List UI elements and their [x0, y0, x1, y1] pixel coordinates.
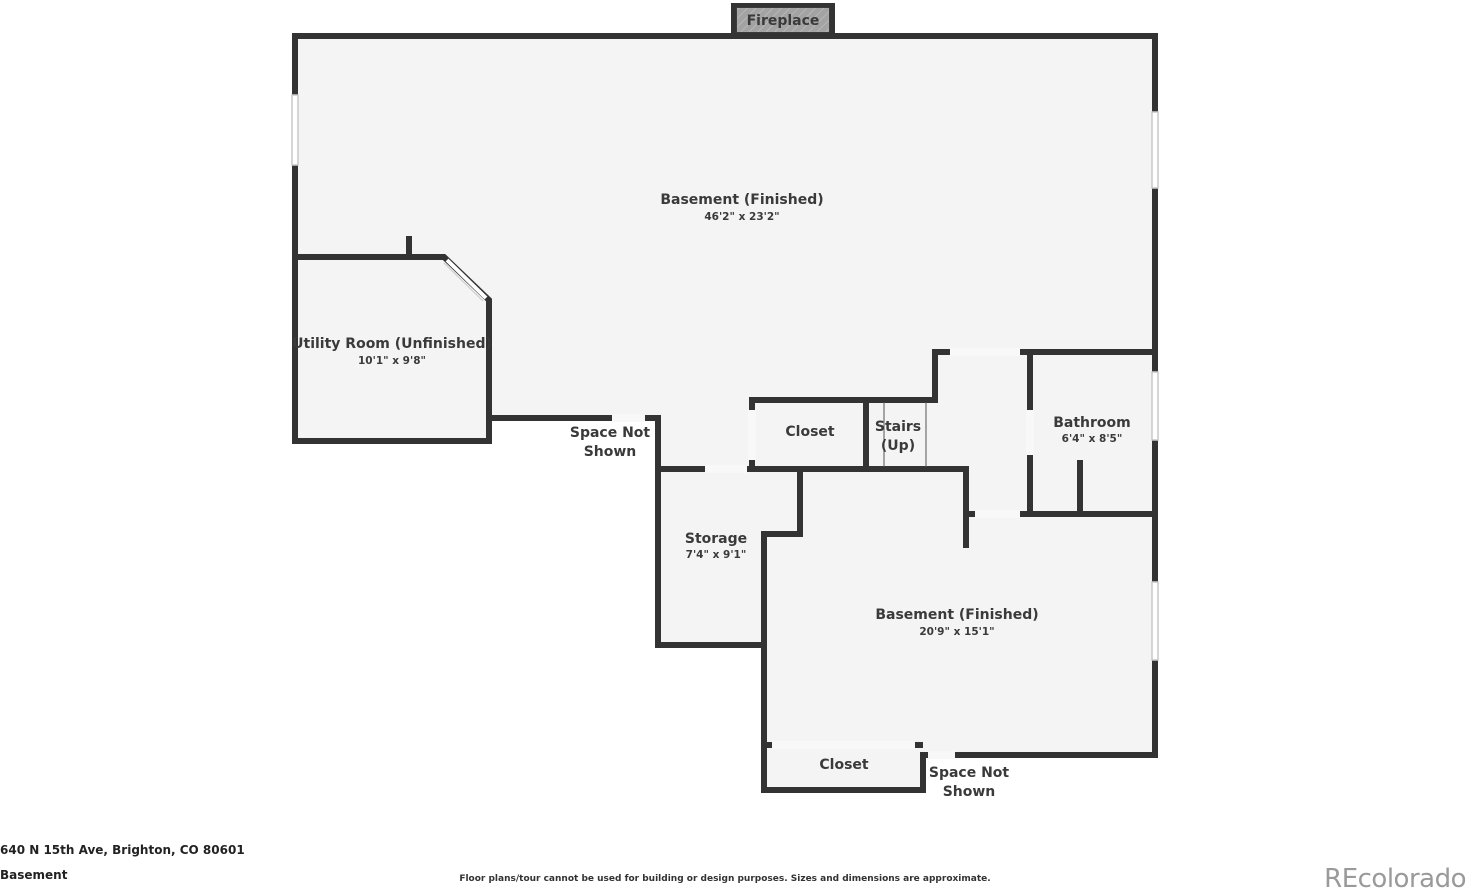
utility-diagonal-window: [445, 258, 488, 300]
stairs-treads: [883, 402, 927, 467]
openings: [612, 348, 1034, 759]
basement-lower-name: Basement (Finished): [875, 607, 1038, 623]
basement-main-name: Basement (Finished): [660, 192, 823, 208]
window-bathroom: [1151, 371, 1159, 441]
closet-upper-floor: [752, 400, 866, 469]
window-left: [291, 94, 299, 166]
utility-diagonal-window-edge: [443, 262, 484, 302]
utility-room-floor: [295, 257, 489, 441]
outer-wall-top: [292, 33, 1158, 793]
space-not-shown-2-line2: Shown: [943, 784, 996, 800]
basement-main-floor: [295, 36, 1155, 469]
basement-main-dims: 46'2" x 23'2": [704, 211, 779, 223]
window-right-lower: [1151, 581, 1159, 661]
stairs-floor: [866, 400, 935, 469]
closet-upper-name: Closet: [785, 424, 835, 440]
utility-room-wall: [292, 254, 492, 444]
space-not-shown-2-line1: Space Not: [929, 765, 1010, 781]
utility-room-dims: 10'1" x 9'8": [358, 355, 426, 367]
utility-room-name: Utility Room (Unfinished): [292, 336, 492, 352]
disclaimer-text: Floor plans/tour cannot be used for buil…: [459, 874, 991, 884]
room-floors: [295, 36, 1155, 790]
fireplace: Fireplace: [731, 3, 835, 36]
windows: [291, 94, 1159, 661]
storage-dims: 7'4" x 9'1": [686, 549, 747, 561]
fireplace-label: Fireplace: [747, 13, 820, 29]
bathroom-dims: 6'4" x 8'5": [1062, 433, 1123, 445]
bathroom-name: Bathroom: [1053, 415, 1131, 431]
address-text: 640 N 15th Ave, Brighton, CO 80601: [0, 843, 245, 857]
window-right-top: [1151, 111, 1159, 189]
storage-floor: [658, 469, 800, 645]
stairs-name-line1: Stairs: [875, 419, 921, 435]
brand-logo-text: REcolorado: [1324, 864, 1466, 894]
storage-inner-wall: [761, 466, 803, 648]
floor-name: Basement: [0, 868, 68, 882]
room-labels: Basement (Finished) 46'2" x 23'2" Utilit…: [292, 192, 1131, 800]
bathroom-floor: [1030, 352, 1155, 514]
closet-lower-floor: [764, 745, 923, 790]
closet-lower-name: Closet: [819, 757, 869, 773]
space-not-shown-1-line1: Space Not: [570, 425, 651, 441]
basement-lower-floor: [764, 469, 1155, 755]
storage-wall: [749, 466, 969, 548]
basement-lower-dims: 20'9" x 15'1": [919, 626, 994, 638]
space-not-shown-1-line2: Shown: [584, 444, 637, 460]
stairs-name-line2: (Up): [881, 438, 915, 454]
storage-name: Storage: [685, 531, 747, 547]
